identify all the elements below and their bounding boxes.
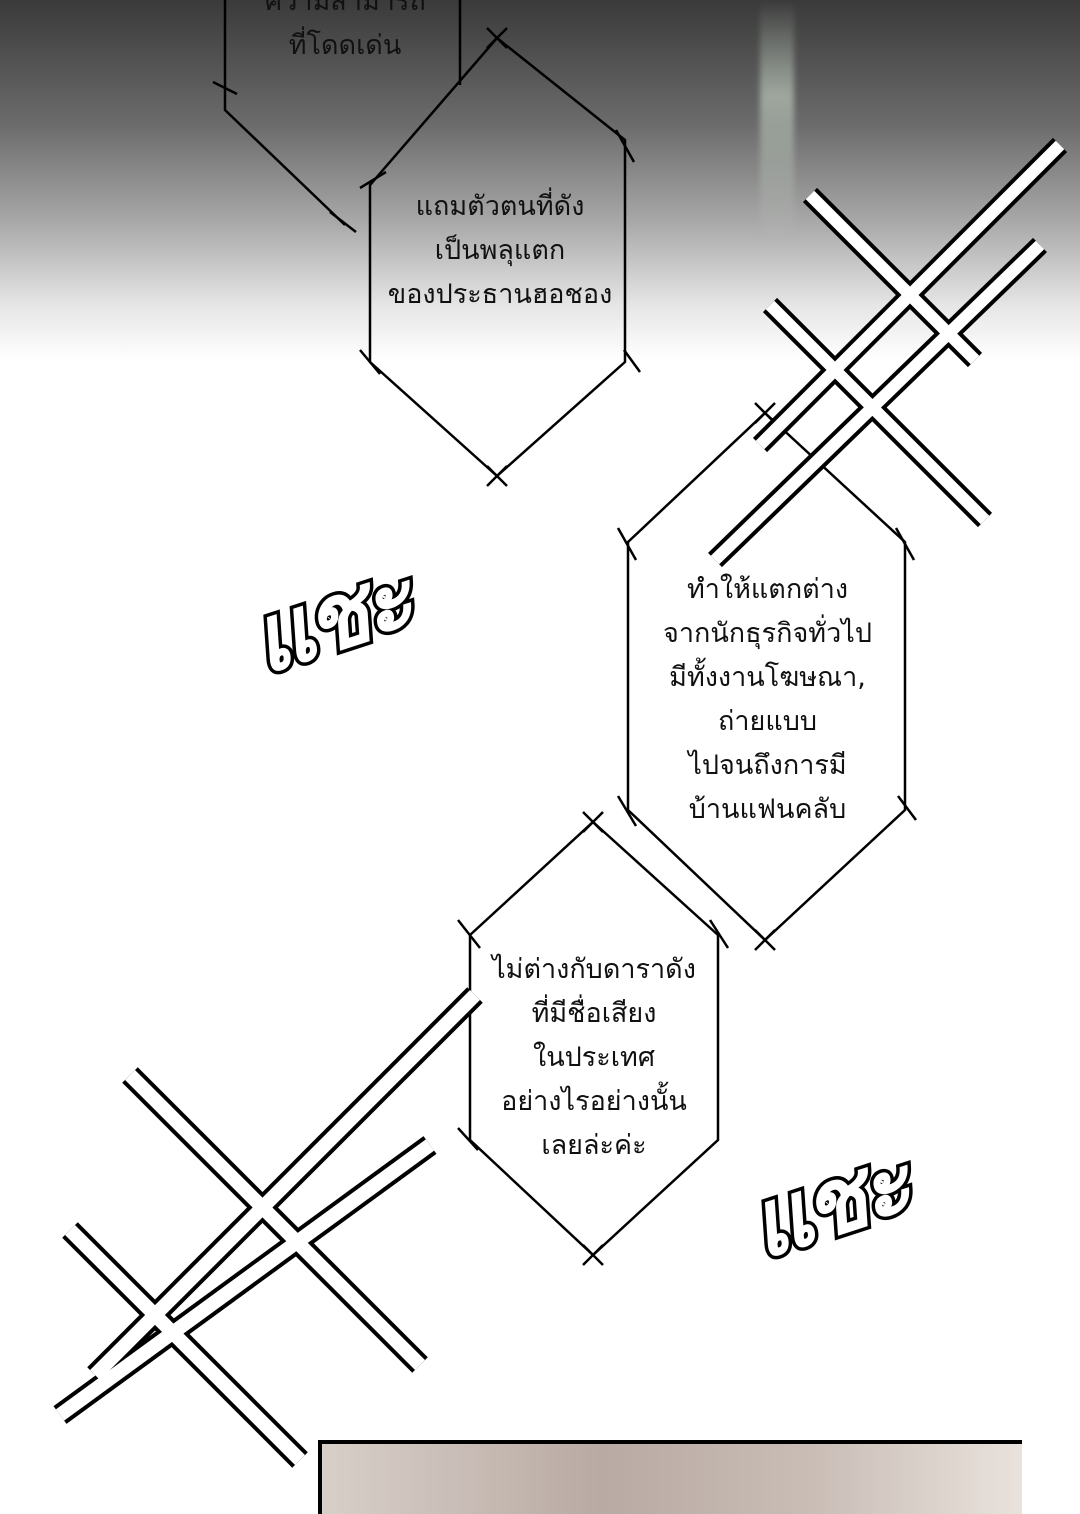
bubble-2-frame (359, 27, 642, 487)
bubble-2-text: แถมตัวตนที่ดัง เป็นพลุแตก ของประธานฮอชอง (375, 185, 625, 317)
bubble-3-frame (616, 402, 917, 951)
bubble-1-line-1: ความสามารถ (264, 0, 426, 17)
bubble-2-line-3: ของประธานฮอชอง (387, 279, 613, 310)
bubble-3-line-5: ไปจนถึงการมี (688, 750, 847, 781)
bubble-3-line-2: จากนักธุรกิจทั่วไป (663, 618, 872, 649)
bubble-4-line-4: อย่างไรอย่างนั้น (501, 1086, 687, 1117)
bubble-1-line-2: ที่โดดเด่น (288, 30, 402, 61)
light-streak (760, 0, 794, 240)
bubble-4-line-5: เลยล่ะค่ะ (541, 1130, 647, 1161)
bubble-4-line-2: ที่มีชื่อเสียง (531, 998, 657, 1029)
flash-cross-top (708, 137, 1068, 568)
bubble-3-line-3: มีทั้งงานโฆษณา, (669, 662, 866, 693)
bubble-4-frame (457, 811, 730, 1266)
bubble-2-line-1: แถมตัวตนที่ดัง (415, 191, 585, 222)
bubble-4-line-1: ไม่ต่างกับดาราดัง (492, 954, 696, 985)
next-panel-edge (318, 1440, 1022, 1514)
bubble-3-line-1: ทำให้แตกต่าง (686, 574, 849, 605)
bubble-1-frame (212, 0, 462, 233)
bubble-4-line-3: ในประเทศ (533, 1042, 655, 1073)
bubble-4-text: ไม่ต่างกับดาราดัง ที่มีชื่อเสียง ในประเท… (470, 948, 718, 1168)
flash-cross-bottom (53, 987, 483, 1468)
bubble-2-line-2: เป็นพลุแตก (434, 235, 566, 266)
bubble-3-line-4: ถ่ายแบบ (717, 706, 817, 737)
bubble-1-text: ความสามารถ ที่โดดเด่น (230, 0, 460, 68)
bubble-3-line-6: บ้านแฟนคลับ (688, 794, 847, 825)
bubble-3-text: ทำให้แตกต่าง จากนักธุรกิจทั่วไป มีทั้งงา… (630, 568, 905, 832)
